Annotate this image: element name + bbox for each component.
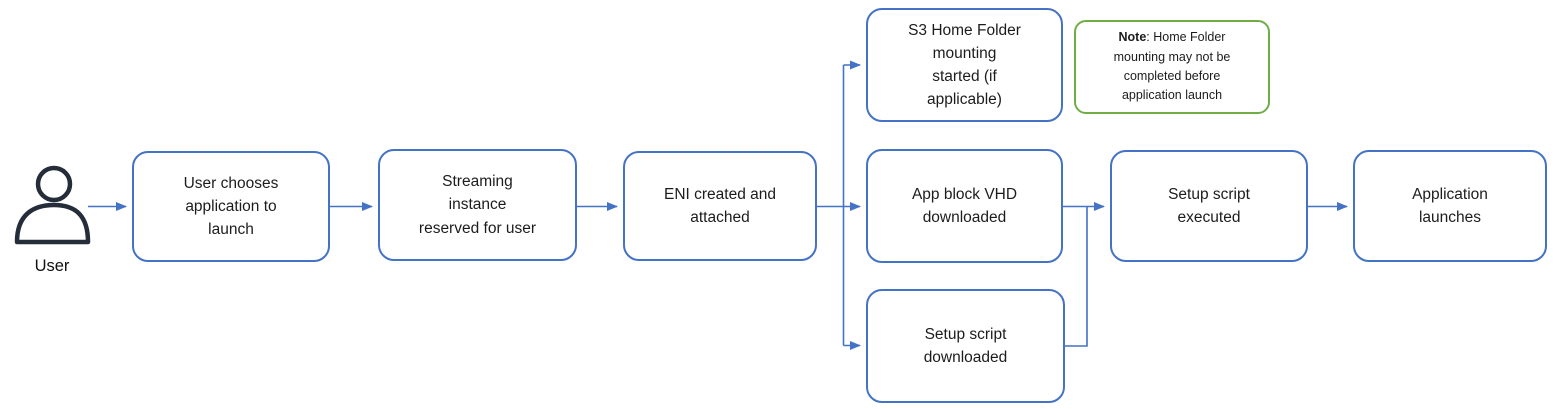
- actor-label: User: [34, 257, 70, 275]
- node-setup-script-downloaded: Setup script downloaded: [866, 289, 1065, 403]
- node-eni-created-attached: ENI created and attached: [623, 151, 817, 261]
- node-label: ENI created and attached: [663, 185, 776, 226]
- node-label: App block VHD downloaded: [911, 185, 1018, 226]
- node-streaming-instance-reserved: Streaming instance reserved for user: [378, 149, 577, 261]
- node-s3-home-folder-mounting: S3 Home Folder mounting started (if appl…: [866, 8, 1063, 122]
- node-label: Setup script downloaded: [923, 325, 1008, 366]
- node-label: Setup script executed: [1168, 185, 1250, 226]
- node-app-block-vhd-downloaded: App block VHD downloaded: [866, 149, 1063, 263]
- person-icon: [14, 165, 91, 245]
- actor-user: User: [12, 164, 92, 276]
- node-label: Application launches: [1412, 185, 1488, 226]
- node-setup-script-executed: Setup script executed: [1110, 150, 1308, 262]
- branch-trunk: [817, 65, 845, 346]
- line-setupdl-join: [1065, 206, 1088, 347]
- note-body: : Home Folder mounting may not be comple…: [1113, 30, 1231, 103]
- node-label: S3 Home Folder mounting started (if appl…: [908, 21, 1021, 109]
- note-box: Note: Home Folder mounting may not be co…: [1074, 20, 1270, 114]
- node-label: User chooses application to launch: [183, 174, 279, 239]
- node-label: Streaming instance reserved for user: [418, 173, 537, 237]
- node-user-chooses-application: User chooses application to launch: [132, 151, 330, 262]
- note-prefix: Note: [1118, 30, 1147, 45]
- node-application-launches: Application launches: [1353, 150, 1547, 262]
- note-text: Note: Home Folder mounting may not be co…: [1076, 28, 1268, 106]
